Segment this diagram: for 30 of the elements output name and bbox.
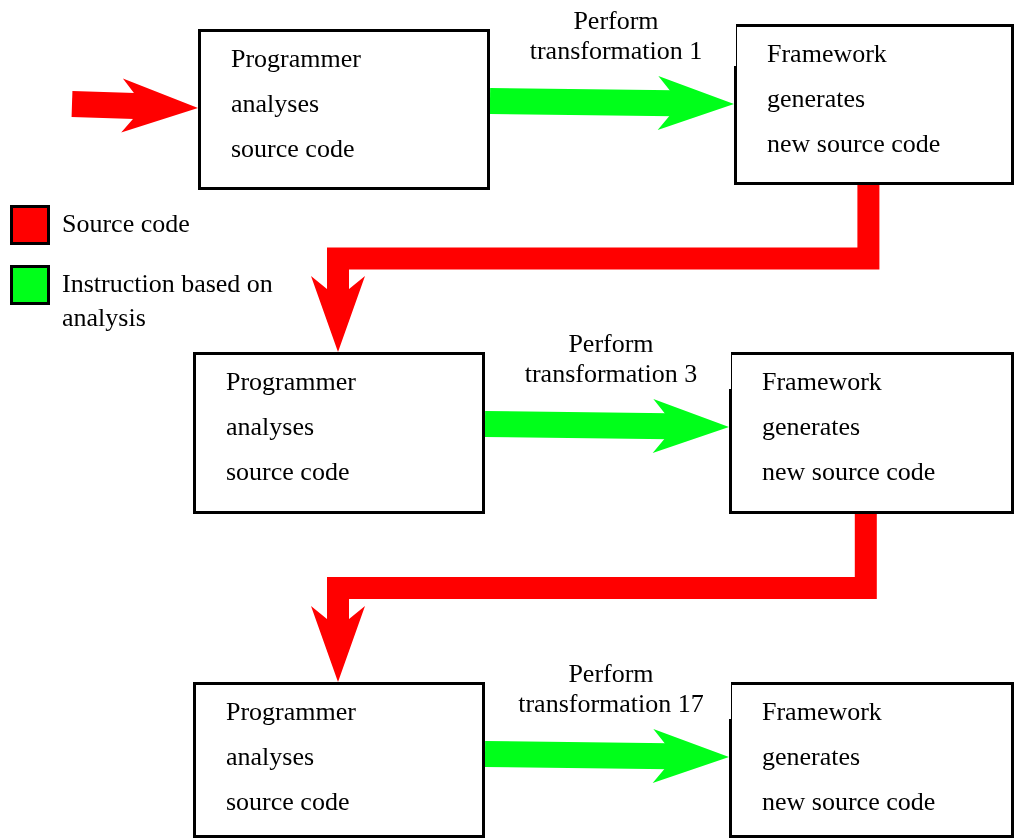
process-box [734, 24, 1014, 185]
arrow [71, 78, 198, 133]
box-text: generates [762, 411, 862, 443]
box-text: source code [231, 133, 356, 165]
box-text: new source code [762, 786, 937, 818]
process-box [193, 352, 485, 514]
box-text: Framework [762, 366, 883, 398]
box-text: source code [226, 456, 351, 488]
box-text: Programmer [226, 696, 357, 728]
box-text: analyses [226, 741, 316, 773]
process-box [729, 682, 1014, 838]
box-text: new source code [762, 456, 937, 488]
box-text: new source code [767, 128, 942, 160]
legend-text: Source code [62, 208, 191, 240]
box-text: generates [762, 741, 862, 773]
box-text: generates [767, 83, 867, 115]
arrow [484, 399, 729, 454]
legend-text: Instruction based on analysis [62, 268, 274, 334]
box-text: Programmer [231, 43, 362, 75]
box-text: Programmer [226, 366, 357, 398]
process-box [729, 352, 1014, 514]
box-text: source code [226, 786, 351, 818]
process-box [193, 682, 485, 838]
box-text: Framework [767, 38, 888, 70]
arrow [484, 729, 729, 784]
process-box [198, 29, 490, 190]
box-text: analyses [231, 88, 321, 120]
arrow [489, 76, 734, 131]
box-text: analyses [226, 411, 316, 443]
box-text: Framework [762, 696, 883, 728]
